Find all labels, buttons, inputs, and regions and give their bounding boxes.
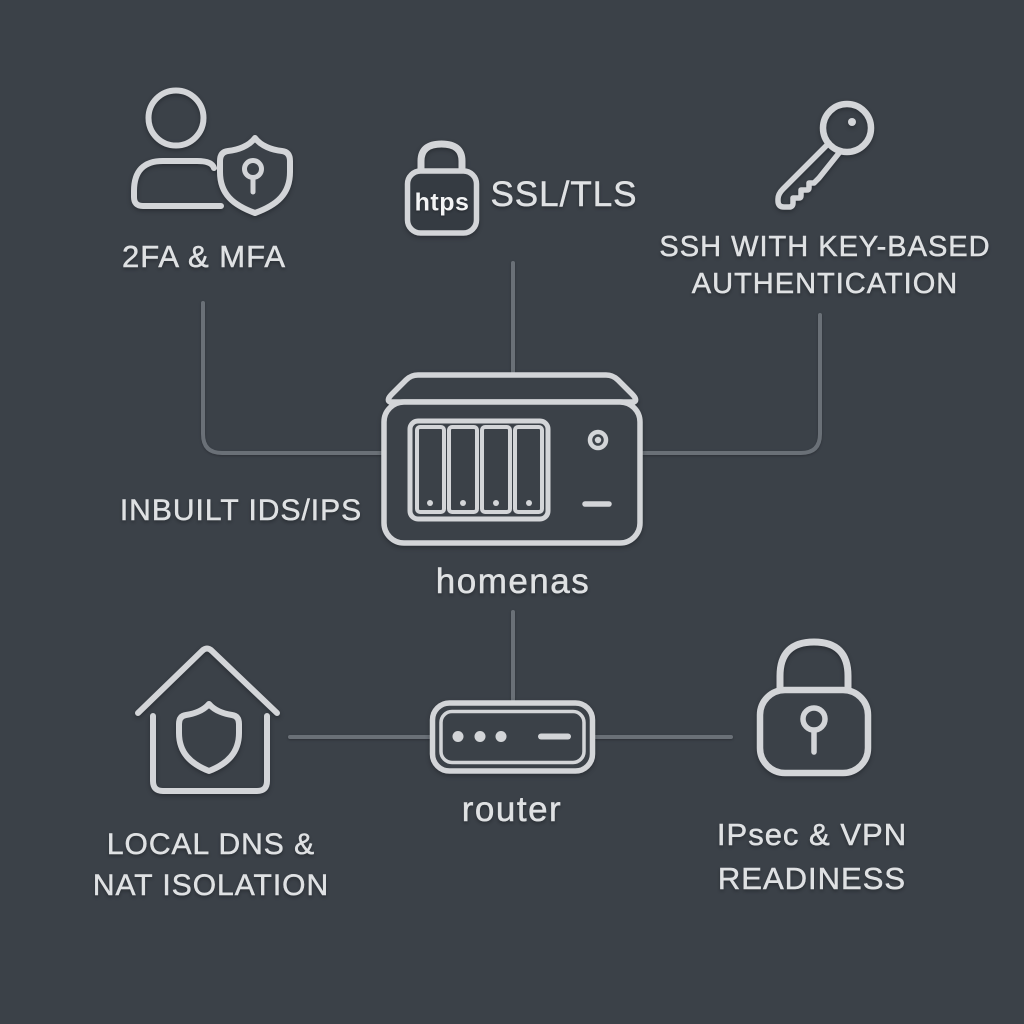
padlock-shackle	[417, 140, 466, 177]
ids-label: INBUILT IDS/IPS	[119, 494, 363, 527]
nas-power-dot	[594, 436, 602, 444]
user-head	[145, 87, 207, 149]
key-shaft	[775, 140, 842, 210]
router-body	[429, 700, 596, 774]
nas-bay-led	[427, 500, 433, 506]
nas-drive-bay	[447, 425, 479, 514]
https-lock-badge: htps	[414, 188, 470, 217]
house-shield-icon	[135, 645, 280, 794]
nas-power-button	[587, 429, 609, 451]
vpn-label-line1: IPsec & VPN	[716, 817, 908, 853]
connector-lines	[201, 261, 822, 739]
connector-mfa-nas	[201, 301, 384, 455]
router-led	[495, 731, 507, 742]
key-bow	[819, 100, 875, 156]
router-icon	[429, 700, 596, 774]
vpn-lock-shackle	[776, 638, 852, 707]
padlock-https-icon	[404, 140, 480, 236]
diagram-icons	[131, 87, 875, 794]
ssh-label-line1: SSH WITH KEY-BASED	[659, 231, 991, 264]
house-roof	[135, 645, 280, 716]
nas-label: homenas	[435, 562, 591, 601]
nas-drive-bay	[513, 425, 544, 514]
router-led	[452, 731, 464, 742]
router-inner-frame	[439, 709, 586, 765]
house-shield	[176, 701, 242, 774]
ssl-label: SSL/TLS	[490, 175, 638, 214]
nas-drive-bay	[415, 425, 446, 514]
padlock-icon	[756, 638, 872, 777]
nas-bay-led	[526, 500, 532, 506]
user-body	[131, 158, 224, 209]
mfa-label: 2FA & MFA	[121, 239, 287, 274]
nas-bay-led	[493, 500, 499, 506]
ssh-label: SSH WITH KEY-BASED AUTHENTICATION	[659, 229, 990, 303]
user-shield-icon	[131, 87, 293, 216]
nas-device-icon	[381, 372, 643, 546]
nas-bay-led	[460, 500, 466, 506]
vpn-label-line2: READINESS	[717, 861, 907, 897]
house-walls	[150, 713, 270, 794]
padlock-body	[404, 168, 480, 236]
connector-ssh-nas	[641, 313, 822, 455]
dns-label-line1: LOCAL DNS &	[106, 828, 316, 862]
nas-top-face	[385, 372, 639, 405]
nas-bay-frame	[407, 418, 551, 522]
ssh-label-line2: AUTHENTICATION	[691, 268, 959, 301]
dns-label: LOCAL DNS & NAT ISOLATION	[93, 824, 329, 906]
nas-drive-bay	[480, 425, 512, 514]
key-icon	[775, 100, 875, 210]
key-bow-hole	[848, 118, 856, 126]
dns-label-line2: NAT ISOLATION	[92, 869, 330, 903]
router-led	[474, 731, 486, 742]
vpn-label: IPsec & VPN READINESS	[717, 813, 907, 901]
router-label: router	[461, 790, 563, 829]
